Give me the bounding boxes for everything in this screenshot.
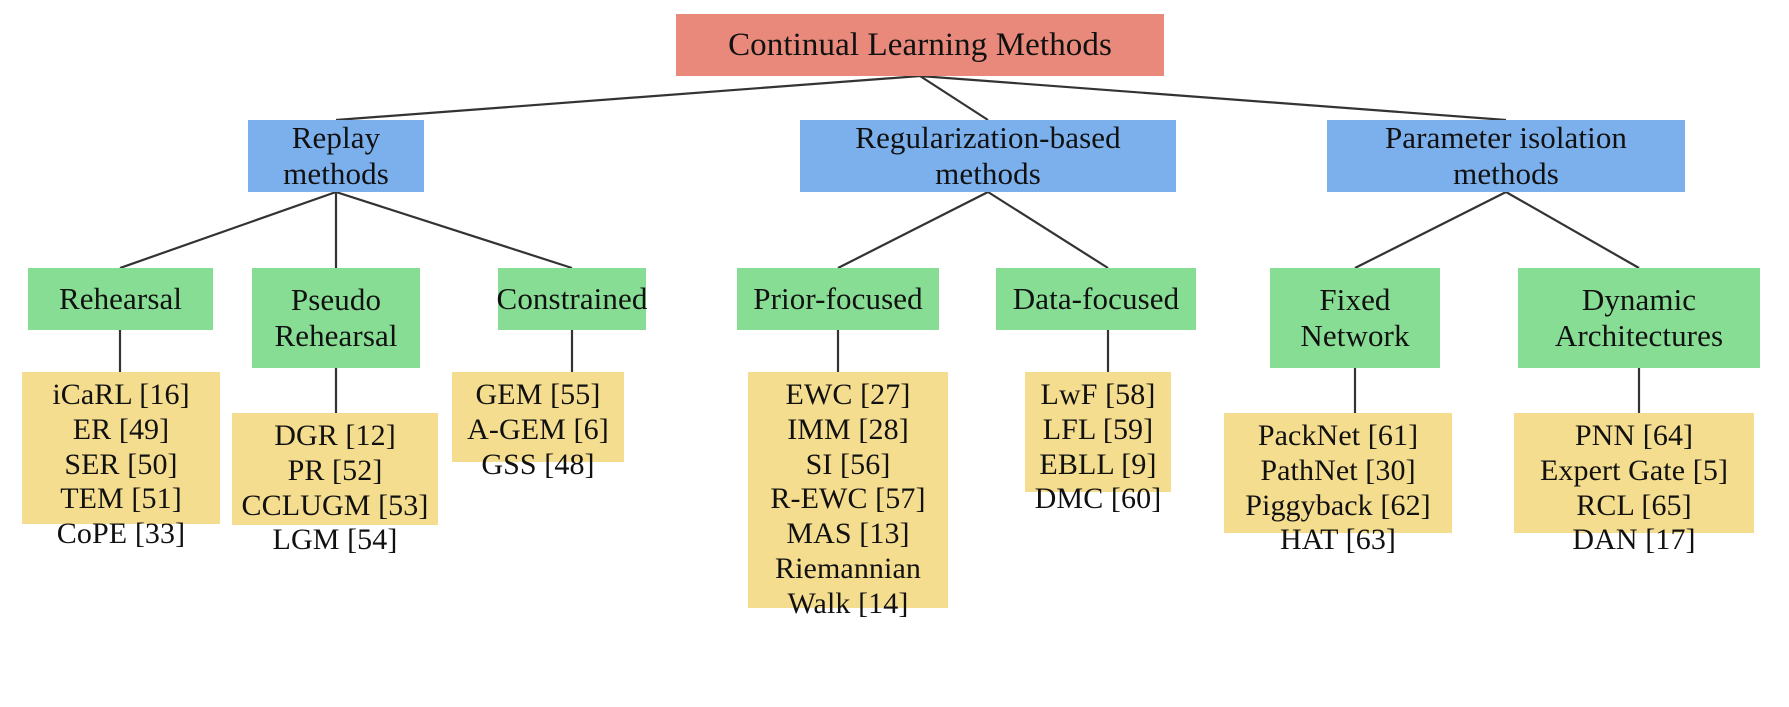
leaf-item: SI [56] xyxy=(805,447,891,481)
node-subcategory-rehearsal-label: Rehearsal xyxy=(58,281,183,317)
node-category-parameter-isolation[interactable]: Parameter isolation methods xyxy=(1327,120,1685,192)
node-subcategory-dynamic-architectures-label: Dynamic Architectures xyxy=(1554,282,1724,353)
node-subcategory-dynamic-architectures[interactable]: Dynamic Architectures xyxy=(1518,268,1760,368)
edge-root-replay xyxy=(335,74,921,122)
leaf-item: DAN [17] xyxy=(1572,523,1696,557)
leaf-item: RCL [65] xyxy=(1576,488,1692,522)
leaf-item: DMC [60] xyxy=(1034,482,1162,516)
leaf-item: LGM [54] xyxy=(272,523,398,557)
leaf-item: Expert Gate [5] xyxy=(1539,453,1729,487)
leaf-box-pseudo-rehearsal-methods[interactable]: DGR [12]PR [52]CCLUGM [53]LGM [54] xyxy=(232,413,438,556)
node-subcategory-fixed-network[interactable]: Fixed Network xyxy=(1270,268,1440,368)
leaf-item: Walk [14] xyxy=(787,586,909,620)
node-subcategory-prior-focused-label: Prior-focused xyxy=(753,281,923,317)
leaf-item: PathNet [30] xyxy=(1260,453,1416,487)
leaf-item: IMM [28] xyxy=(787,412,909,446)
node-root-label: Continual Learning Methods xyxy=(728,26,1112,63)
leaf-item: PR [52] xyxy=(287,453,383,487)
leaf-item: ER [49] xyxy=(72,412,170,446)
node-category-replay-label: Replay methods xyxy=(283,120,389,191)
leaf-item: R-EWC [57] xyxy=(770,482,926,516)
leaf-box-constrained-methods[interactable]: GEM [55]A-GEM [6]GSS [48] xyxy=(452,372,624,481)
node-category-regularization[interactable]: Regularization-based methods xyxy=(800,120,1176,192)
leaf-item: iCaRL [16] xyxy=(52,378,190,411)
leaf-item: HAT [63] xyxy=(1279,523,1397,557)
leaf-item: MAS [13] xyxy=(786,517,910,551)
leaf-item: CCLUGM [53] xyxy=(241,488,429,522)
edge-parameter-fixed xyxy=(1354,191,1507,269)
edge-replay-constrained xyxy=(335,190,573,270)
edge-replay-rehearsal xyxy=(119,190,337,270)
node-subcategory-data-focused[interactable]: Data-focused xyxy=(996,268,1196,330)
leaf-item: LFL [59] xyxy=(1042,412,1154,446)
node-subcategory-constrained-label: Constrained xyxy=(496,281,648,317)
leaf-box-dynamic-architectures-methods[interactable]: PNN [64]Expert Gate [5]RCL [65]DAN [17] xyxy=(1514,413,1754,556)
leaf-item: Piggyback [62] xyxy=(1245,488,1431,522)
leaf-item: TEM [51] xyxy=(60,482,182,516)
leaf-item: GSS [48] xyxy=(481,447,595,481)
node-subcategory-pseudo-rehearsal[interactable]: Pseudo Rehearsal xyxy=(252,268,420,368)
leaf-box-data-focused-methods[interactable]: LwF [58]LFL [59]EBLL [9]DMC [60] xyxy=(1025,372,1171,515)
node-category-regularization-label: Regularization-based methods xyxy=(855,120,1121,191)
edge-regularization-prior xyxy=(837,191,989,269)
leaf-box-prior-focused-methods[interactable]: EWC [27]IMM [28]SI [56]R-EWC [57]MAS [13… xyxy=(748,372,948,620)
edge-parameter-dynamic xyxy=(1505,191,1640,269)
node-subcategory-constrained[interactable]: Constrained xyxy=(496,268,648,330)
node-subcategory-prior-focused[interactable]: Prior-focused xyxy=(737,268,939,330)
leaf-item: EBLL [9] xyxy=(1039,447,1157,481)
edge-root-parameter-isolation xyxy=(919,74,1507,122)
node-subcategory-pseudo-rehearsal-label: Pseudo Rehearsal xyxy=(274,282,398,353)
leaf-item: PNN [64] xyxy=(1574,419,1694,452)
leaf-box-rehearsal-methods[interactable]: iCaRL [16]ER [49]SER [50]TEM [51]CoPE [3… xyxy=(22,372,220,550)
leaf-item: CoPE [33] xyxy=(56,517,186,551)
leaf-item: A-GEM [6] xyxy=(467,412,609,446)
leaf-item: DGR [12] xyxy=(274,419,396,452)
node-category-parameter-isolation-label: Parameter isolation methods xyxy=(1384,120,1628,191)
edge-root-regularization xyxy=(919,75,989,121)
leaf-item: GEM [55] xyxy=(475,378,601,411)
leaf-box-fixed-network-methods[interactable]: PackNet [61]PathNet [30]Piggyback [62]HA… xyxy=(1224,413,1452,556)
node-subcategory-rehearsal[interactable]: Rehearsal xyxy=(28,268,213,330)
node-root-continual-learning-methods[interactable]: Continual Learning Methods xyxy=(676,14,1164,76)
node-subcategory-data-focused-label: Data-focused xyxy=(1012,281,1180,317)
leaf-item: SER [50] xyxy=(64,447,178,481)
leaf-item: Riemannian xyxy=(775,551,921,585)
node-category-replay[interactable]: Replay methods xyxy=(248,120,424,192)
leaf-item: LwF [58] xyxy=(1040,378,1156,411)
leaf-item: EWC [27] xyxy=(785,378,911,411)
node-subcategory-fixed-network-label: Fixed Network xyxy=(1300,282,1410,353)
leaf-item: PackNet [61] xyxy=(1257,419,1419,452)
edge-regularization-data xyxy=(987,191,1109,269)
